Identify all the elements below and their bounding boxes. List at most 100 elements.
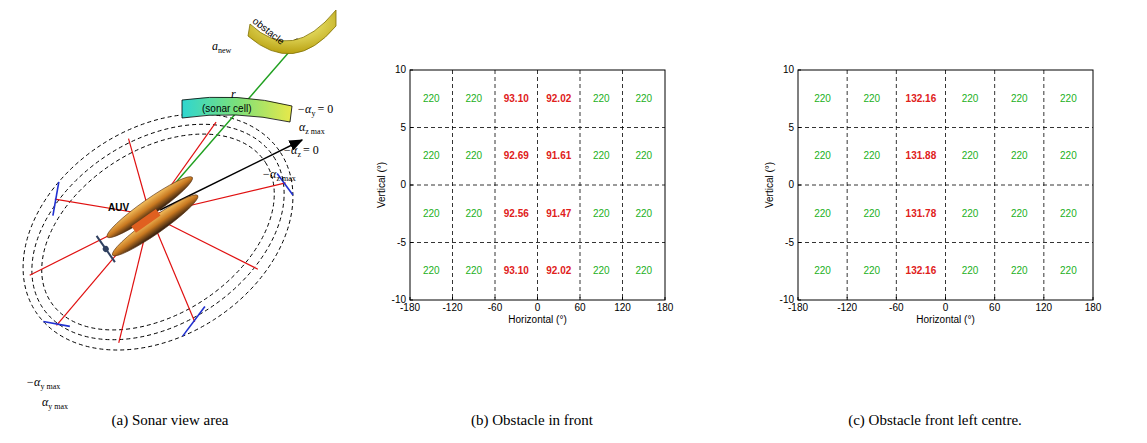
cell-value: 131.88: [906, 151, 937, 161]
cell-value: 92.02: [546, 94, 571, 104]
cell-value: 220: [465, 266, 482, 276]
cell-value: 131.78: [906, 209, 937, 219]
cell-value: 220: [423, 94, 440, 104]
cell-value: 220: [635, 151, 652, 161]
tick: [410, 185, 413, 186]
tick: [1093, 297, 1094, 300]
symbol-label: −αz max: [262, 168, 296, 180]
cell-value: 220: [635, 266, 652, 276]
cell-value: 220: [814, 151, 831, 161]
caption: (c) Obstacle front left centre.: [848, 413, 1022, 428]
tick: [410, 70, 413, 71]
cell-value: 220: [814, 94, 831, 104]
plot-frame: [798, 70, 1093, 300]
axis-tick-label: -60: [488, 303, 502, 313]
sonar-cell-band: (sonar cell): [180, 96, 294, 124]
tick: [798, 297, 799, 300]
cell-value: 220: [814, 266, 831, 276]
subscript: z max: [305, 127, 324, 136]
plot-frame: [410, 70, 665, 300]
tick: [410, 242, 413, 243]
symbol-label: αz max: [299, 121, 325, 133]
cell-value: 92.02: [546, 266, 571, 276]
symbol-label: −αz= 0: [283, 144, 319, 156]
axis-tick-label: 120: [614, 303, 631, 313]
cell-value: 220: [465, 151, 482, 161]
symbol: α: [299, 120, 305, 134]
axis-tick-label: 0: [788, 180, 794, 190]
subscript: z: [297, 150, 301, 159]
beam-edge: [183, 306, 205, 336]
cell-value: 220: [814, 209, 831, 219]
subscript: new: [218, 46, 231, 55]
tick: [410, 127, 413, 128]
cell-value: 92.69: [504, 151, 529, 161]
cell-value: 93.10: [504, 266, 529, 276]
tick: [994, 297, 995, 300]
axis-tick-label: -60: [889, 303, 903, 313]
axis-tick-label: -120: [837, 303, 857, 313]
axis-tick-label: 180: [1085, 303, 1102, 313]
cell-value: 220: [593, 266, 610, 276]
caption: (b) Obstacle in front: [471, 413, 593, 428]
axis-tick-label: 5: [400, 123, 406, 133]
tick: [410, 297, 411, 300]
axis-tick-label: -120: [442, 303, 462, 313]
tick: [798, 127, 801, 128]
cell-value: 220: [863, 209, 880, 219]
cell-value: 220: [423, 266, 440, 276]
symbol-label: −αy= 0: [297, 103, 333, 115]
symbol-label: AUV: [108, 203, 129, 213]
cell-value: 220: [423, 151, 440, 161]
axis-tick-label: 0: [943, 303, 949, 313]
subscript: y max: [40, 382, 60, 391]
tick: [537, 297, 538, 300]
cell-value: 93.10: [504, 94, 529, 104]
cell-value: 92.56: [504, 209, 529, 219]
cell-value: 132.16: [906, 266, 937, 276]
grid-line: [410, 242, 665, 243]
symbol: = 0: [317, 102, 333, 116]
tick: [665, 297, 666, 300]
axis-tick-label: 180: [657, 303, 674, 313]
axis-tick-label: 60: [574, 303, 585, 313]
cell-value: 220: [423, 209, 440, 219]
axis-tick-label: 10: [783, 65, 794, 75]
tick: [798, 242, 801, 243]
symbol: a: [212, 39, 218, 53]
axis-title: Vertical (°): [765, 162, 775, 208]
axis-tick-label: -5: [397, 238, 406, 248]
symbol-label: αy max: [42, 396, 68, 408]
subscript: y: [311, 109, 315, 118]
beam-edge: [53, 182, 59, 216]
cell-value: 220: [962, 94, 979, 104]
beam-edge: [43, 322, 70, 327]
cell-value: 220: [962, 209, 979, 219]
obstacle-shape: obstacle: [244, 2, 340, 68]
axis-tick-label: -180: [788, 303, 808, 313]
cell-value: 220: [1060, 209, 1077, 219]
symbol-label: −αy max: [26, 376, 60, 388]
caption: (a) Sonar view area: [111, 413, 228, 428]
tick: [580, 297, 581, 300]
axis-tick-label: -180: [400, 303, 420, 313]
tick: [495, 297, 496, 300]
tick: [945, 297, 946, 300]
axis-tick-label: 60: [989, 303, 1000, 313]
tick: [798, 70, 801, 71]
cell-value: 220: [465, 94, 482, 104]
symbol: −α: [262, 167, 276, 181]
grid-line: [410, 127, 665, 128]
subscript: y max: [48, 402, 68, 411]
cell-value: 220: [635, 209, 652, 219]
axis-title: Horizontal (°): [508, 315, 566, 325]
node-label: (sonar cell): [202, 103, 251, 114]
symbol: −α: [283, 143, 297, 157]
grid-line: [798, 185, 1093, 186]
axis-tick-label: 120: [1035, 303, 1052, 313]
symbol-label: r: [231, 88, 236, 100]
cell-value: 220: [1011, 94, 1028, 104]
cell-value: 220: [593, 94, 610, 104]
